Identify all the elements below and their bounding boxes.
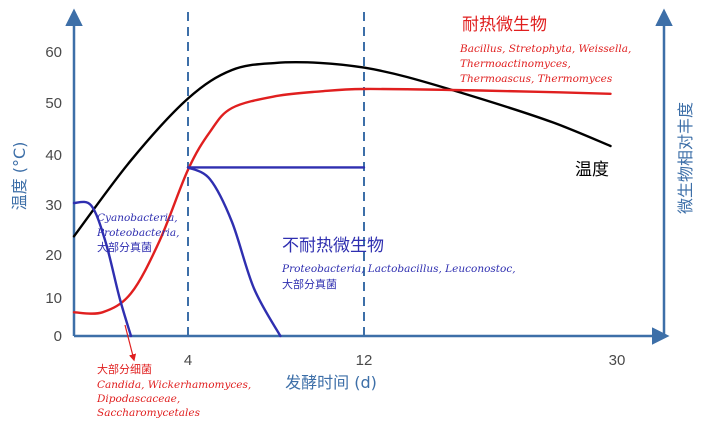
bacteria-species-line-3: Saccharomycetales [97,407,201,419]
y-tick-60: 60 [45,44,62,61]
mesophile-title: 不耐热微生物 [282,236,384,256]
series-line-4 [72,200,133,338]
y-tick-labels: 0 10 20 30 40 50 60 [45,44,62,345]
bacteria-species-line-1: Candida, Wickerhamomyces, [97,379,251,391]
bacteria-pointer-arrow [124,324,137,362]
x-axis-title: 发酵时间 (d) [285,373,377,392]
early-fungi-label: 大部分真菌 [97,240,152,254]
series-line-1 [72,87,612,315]
y-tick-0: 0 [54,328,62,345]
mesophile-fungi-label: 大部分真菌 [282,277,337,291]
x-tick-4: 4 [184,352,192,369]
y-axis-title-left: 温度 (°C) [10,142,29,211]
thermophile-title: 耐热微生物 [462,15,547,35]
early-species-line-1: Cyanobacteria, [97,212,178,224]
bacteria-species-line-2: Dipodascaceae, [96,393,180,405]
x-tick-labels: 4 12 30 [184,352,626,369]
early-species-line-2: Proteobacteria, [96,227,179,239]
y-tick-30: 30 [45,197,62,214]
series-line-2 [186,166,282,338]
y-tick-40: 40 [45,147,62,164]
y-tick-20: 20 [45,247,62,264]
series-line-0 [72,60,612,238]
temperature-series-label: 温度 [575,160,609,180]
x-tick-12: 12 [356,352,373,369]
thermophile-species-line-3: Thermoascus, Thermomyces [460,73,613,85]
thermophile-species-line-2: Thermoactinomyces, [460,58,571,70]
series-layer [72,60,612,338]
y-tick-50: 50 [45,95,62,112]
y-tick-10: 10 [45,290,62,307]
x-tick-30: 30 [609,352,626,369]
bacteria-title: 大部分细菌 [97,362,152,376]
thermophile-species-line-1: Bacillus, Stretophyta, Weissella, [459,43,631,55]
y-axis-title-right: 微生物相对丰度 [676,102,695,214]
mesophile-species: Proteobacteria, Lactobacillus, Leuconost… [281,263,516,275]
